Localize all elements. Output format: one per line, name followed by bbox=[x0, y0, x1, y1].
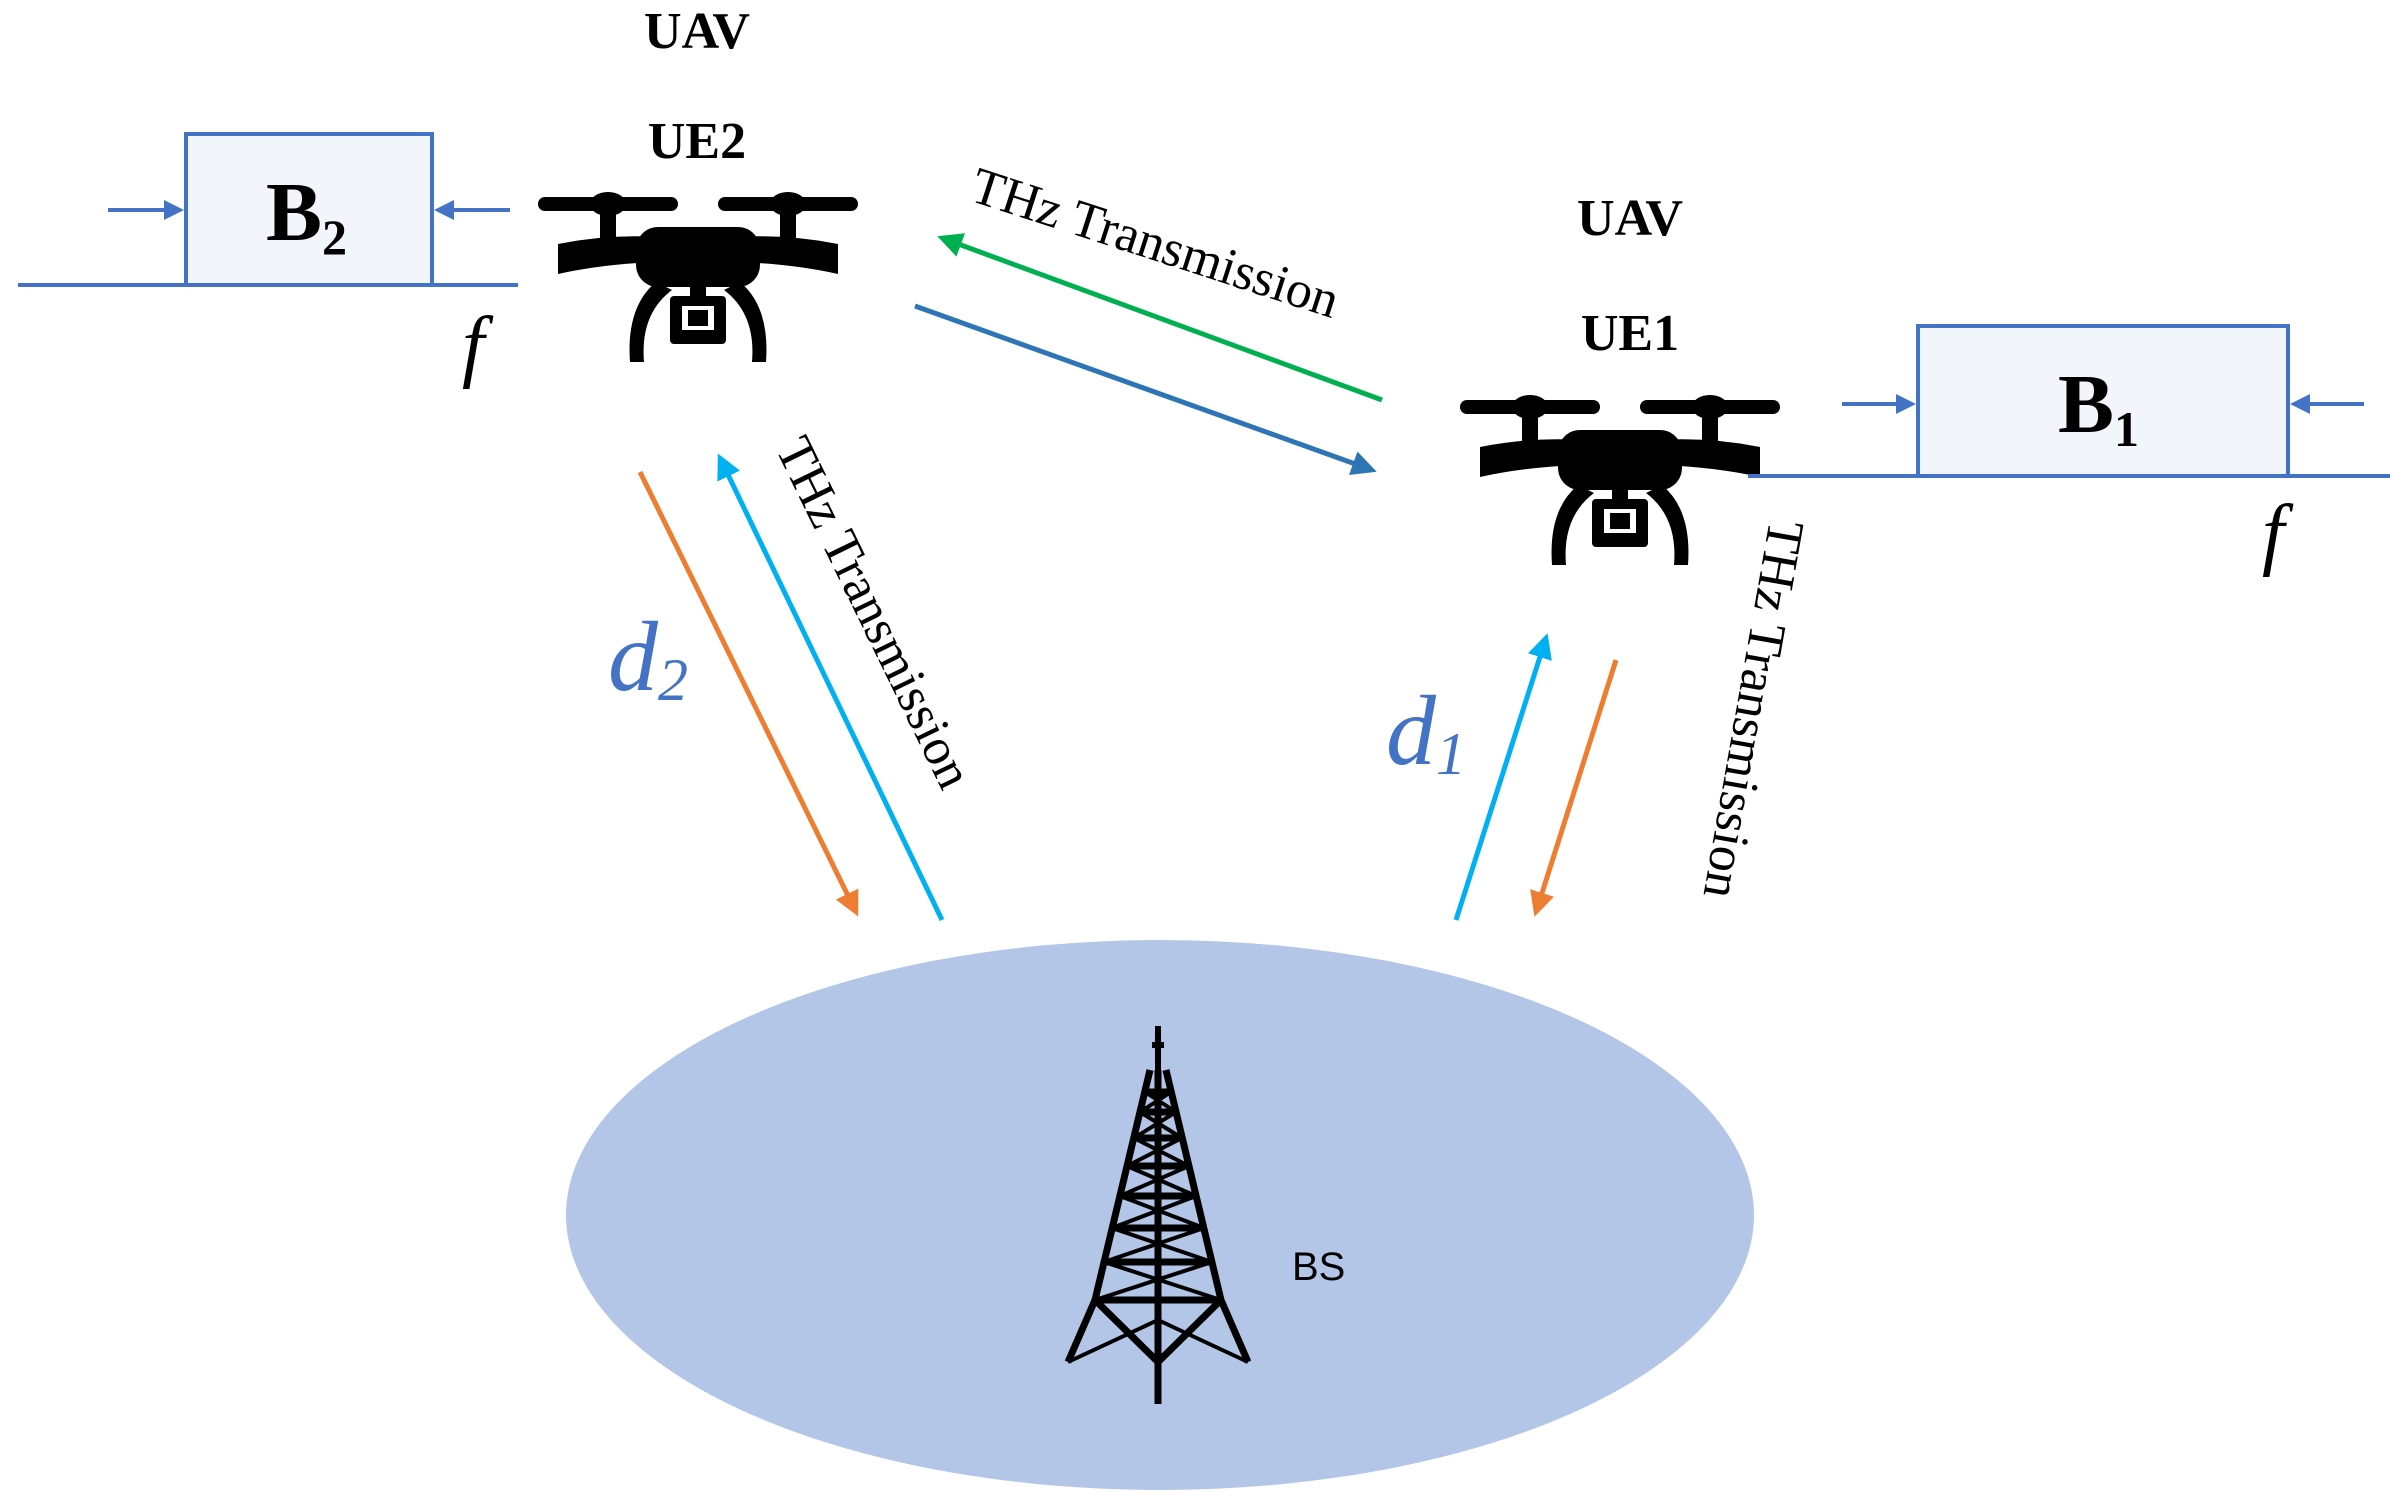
bs-label: BS bbox=[1292, 1245, 1345, 1289]
drone-icon bbox=[1460, 395, 1780, 565]
link-bs-to-ue2 bbox=[717, 453, 945, 922]
ue2-band-box bbox=[184, 132, 434, 287]
ue2-bandwidth: B2 f bbox=[18, 132, 518, 390]
tower-icon bbox=[1064, 1026, 1252, 1404]
link-ue1-to-bs bbox=[1530, 659, 1619, 917]
ue2-band-label: B2 bbox=[266, 166, 347, 265]
top-link-label: THz Transmission bbox=[964, 157, 1346, 330]
ue2-uav-label: UAV bbox=[644, 3, 750, 60]
ue1-bandwidth: B1 f bbox=[1748, 324, 2390, 578]
ue1-uav-label: UAV bbox=[1577, 190, 1683, 247]
link-ue2-to-bs bbox=[637, 470, 859, 917]
ue1-name-label: UE1 bbox=[1581, 305, 1679, 362]
ue1-band-box bbox=[1916, 324, 2290, 478]
ue2-frequency-label: f bbox=[462, 302, 494, 390]
link-ue1-to-ue2 bbox=[937, 233, 1383, 403]
d2-label: d2 bbox=[608, 601, 688, 713]
link-ue2-to-ue1 bbox=[914, 303, 1377, 476]
ue1-band-label: B1 bbox=[2058, 358, 2139, 457]
link-bs-to-ue1 bbox=[1453, 633, 1552, 921]
ue1-frequency-label: f bbox=[2262, 490, 2294, 578]
ue2-name-label: UE2 bbox=[648, 113, 746, 170]
drone-icon bbox=[538, 192, 858, 362]
d1-label: d1 bbox=[1386, 675, 1466, 787]
right-link-label: THz Transmission bbox=[1692, 516, 1815, 903]
